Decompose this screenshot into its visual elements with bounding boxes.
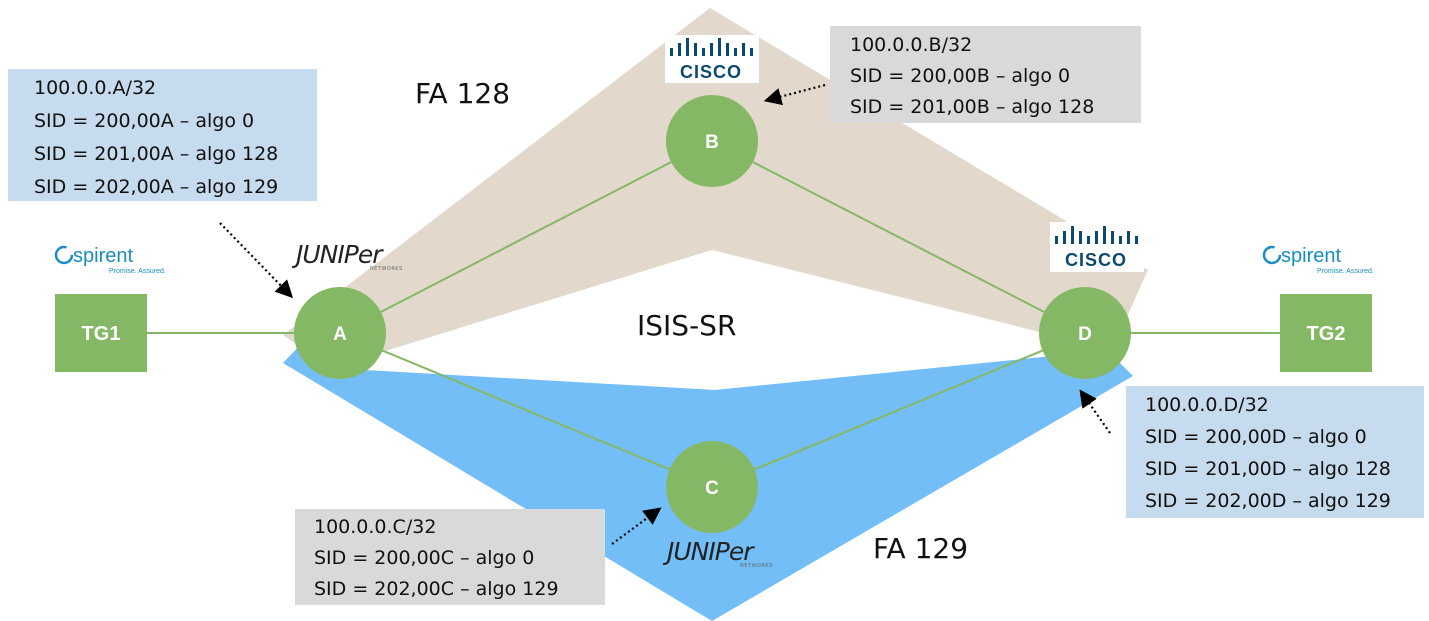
info-box-d: 100.0.0.D/32 SID = 200,00D – algo 0 SID …: [1126, 386, 1424, 518]
info-box-b-bg: [830, 26, 1141, 123]
isis-sr-gap: [330, 250, 1112, 390]
cisco-logo-b-bars: [670, 38, 753, 56]
info-d-sid-algo129: SID = 202,00D – algo 129: [1145, 490, 1391, 512]
info-c-sid-algo129: SID = 202,00C – algo 129: [314, 578, 559, 600]
info-d-prefix: 100.0.0.D/32: [1145, 394, 1269, 416]
spirent-logo-tg2-sub: Promise. Assured.: [1317, 268, 1374, 275]
cisco-logo-d-text: CISCO: [1065, 250, 1127, 270]
arrow-to-a: [219, 222, 294, 299]
traffic-generator-tg2[interactable]: TG2: [1280, 294, 1372, 372]
fa129-label: FA 129: [873, 532, 968, 565]
juniper-logo-a-sub: NETWORKS: [370, 266, 403, 272]
tg2-box: [1280, 294, 1372, 372]
info-a-sid-algo129: SID = 202,00A – algo 129: [34, 176, 278, 198]
router-c[interactable]: C: [666, 441, 758, 533]
cisco-logo-b: CISCO: [665, 35, 759, 83]
router-b-label: B: [705, 132, 719, 153]
router-a-label: A: [333, 324, 347, 345]
spirent-logo-tg2-ring: [1262, 245, 1282, 265]
router-d-circle: [1039, 287, 1131, 379]
cisco-logo-b-text: CISCO: [680, 62, 742, 82]
juniper-logo-c-sub: NETWORKS: [740, 563, 773, 569]
link-c-d: [711, 332, 1086, 488]
pointer-arrows: [219, 83, 1111, 545]
info-b-prefix: 100.0.0.B/32: [850, 34, 972, 56]
info-box-c-bg: [295, 509, 605, 605]
info-box-b: 100.0.0.B/32 SID = 200,00B – algo 0 SID …: [830, 26, 1141, 123]
link-a-c: [339, 332, 713, 488]
cisco-logo-d-bg: [1050, 222, 1144, 272]
tg1-box: [55, 294, 147, 372]
spirent-logo-tg1: spirent Promise. Assured.: [54, 245, 166, 275]
info-b-sid-algo128: SID = 201,00B – algo 128: [850, 96, 1094, 118]
info-c-prefix: 100.0.0.C/32: [314, 516, 436, 538]
link-b-d: [711, 140, 1086, 334]
fa128-region: [283, 8, 1148, 368]
traffic-generator-tg1[interactable]: TG1: [55, 294, 147, 372]
arrow-to-d: [1079, 389, 1111, 434]
info-d-sid-algo0: SID = 200,00D – algo 0: [1145, 426, 1367, 448]
link-a-b: [339, 140, 713, 334]
router-a[interactable]: A: [294, 287, 386, 379]
spirent-logo-tg1-sub: Promise. Assured.: [109, 268, 166, 275]
tg1-label: TG1: [82, 323, 121, 345]
spirent-logo-tg1-ring: [54, 245, 74, 265]
isis-sr-label: ISIS-SR: [637, 309, 736, 342]
info-d-sid-algo128: SID = 201,00D – algo 128: [1145, 458, 1391, 480]
router-c-label: C: [705, 478, 719, 499]
fa128-label: FA 128: [415, 77, 510, 110]
info-a-prefix: 100.0.0.A/32: [34, 77, 156, 99]
router-b[interactable]: B: [666, 95, 758, 187]
router-a-circle: [294, 287, 386, 379]
spirent-logo-tg2: spirent Promise. Assured.: [1262, 245, 1374, 275]
cisco-logo-d: CISCO: [1050, 222, 1144, 272]
info-a-sid-algo128: SID = 201,00A – algo 128: [34, 143, 278, 165]
info-box-c: 100.0.0.C/32 SID = 200,00C – algo 0 SID …: [295, 509, 605, 605]
info-box-a-bg: [8, 69, 317, 201]
tg2-label: TG2: [1307, 323, 1346, 345]
juniper-logo-c-text: JUNIPer: [662, 537, 755, 566]
router-d[interactable]: D: [1039, 287, 1131, 379]
spirent-logo-tg1-text: spirent: [73, 245, 133, 267]
info-box-a: 100.0.0.A/32 SID = 200,00A – algo 0 SID …: [8, 69, 317, 201]
info-a-sid-algo0: SID = 200,00A – algo 0: [34, 110, 254, 132]
info-box-d-bg: [1126, 386, 1424, 518]
router-b-circle: [666, 95, 758, 187]
spirent-logo-tg2-text: spirent: [1281, 245, 1341, 267]
router-d-label: D: [1078, 324, 1092, 345]
router-c-circle: [666, 441, 758, 533]
info-b-sid-algo0: SID = 200,00B – algo 0: [850, 65, 1070, 87]
cisco-logo-d-bars: [1055, 226, 1138, 244]
links: [147, 140, 1280, 488]
juniper-logo-c: JUNIPer NETWORKS: [662, 537, 773, 569]
juniper-logo-a: JUNIPer NETWORKS: [291, 240, 403, 272]
juniper-logo-a-text: JUNIPer: [291, 240, 384, 269]
info-c-sid-algo0: SID = 200,00C – algo 0: [314, 547, 534, 569]
